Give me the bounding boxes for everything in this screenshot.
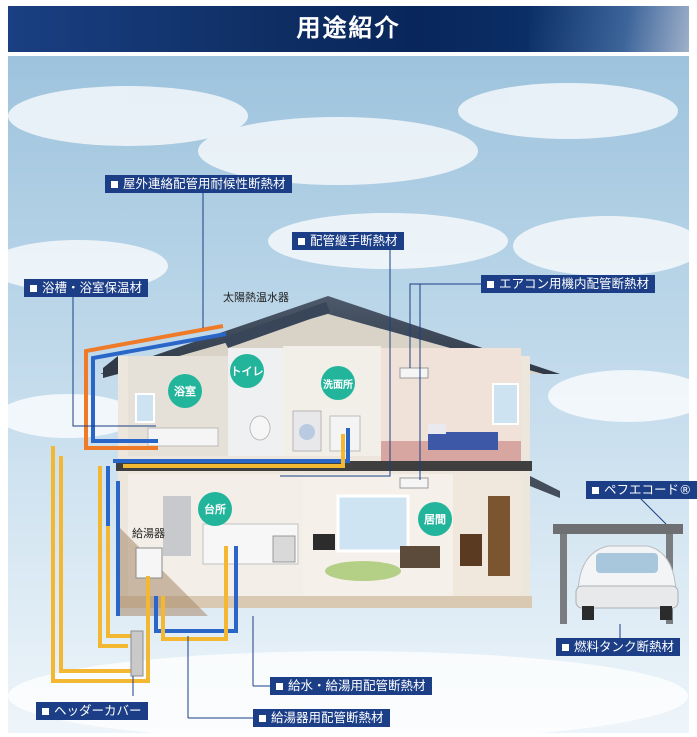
room-badge-washroom: 洗面所 (321, 366, 355, 400)
room-badge-living: 居間 (418, 502, 452, 536)
water-heater-label: 給湯器 (132, 527, 165, 540)
header-box (130, 630, 144, 677)
callout-text: 燃料タンク断熱材 (574, 639, 675, 654)
water-heater-unit (135, 547, 163, 579)
pipes (51, 324, 350, 683)
callout-text: ヘッダーカバー (54, 703, 142, 718)
solar-heater-label: 太陽熱温水器 (223, 291, 289, 304)
callout-aircon-pipe: エアコン用機内配管断熱材 (481, 275, 656, 293)
square-icon (592, 486, 599, 494)
callout-text: 配管継手断熱材 (310, 233, 398, 248)
header-bar (8, 6, 689, 52)
solar-panel (223, 302, 330, 348)
square-icon (111, 180, 118, 188)
square-icon (30, 284, 37, 292)
square-icon (487, 280, 494, 288)
callout-pef-code: ペフエコード® (586, 481, 697, 499)
callout-outdoor-pipe: 屋外連絡配管用耐候性断熱材 (105, 175, 292, 193)
callout-supply-pipe: 給水・給湯用配管断熱材 (270, 677, 432, 695)
square-icon (259, 714, 266, 722)
page-title: 用途紹介 (296, 14, 401, 42)
callout-bathtub: 浴槽・浴室保温材 (24, 279, 149, 297)
aircon-outdoor (399, 477, 429, 489)
illustration: 浴室 トイレ 洗面所 台所 居間 太陽熱温水器 給湯器 屋外連絡配管用耐候性断熱… (0, 56, 697, 737)
callout-fuel-tank: 燃料タンク断熱材 (556, 638, 681, 656)
callout-heater-pipe: 給湯器用配管断熱材 (253, 709, 390, 727)
callout-header-cover: ヘッダーカバー (36, 702, 148, 720)
callout-text: 浴槽・浴室保温材 (42, 280, 143, 295)
square-icon (42, 707, 49, 715)
carport (553, 524, 683, 624)
callout-text: 給水・給湯用配管断熱材 (288, 678, 426, 693)
room-badge-kitchen: 台所 (198, 492, 232, 526)
room-badge-toilet: トイレ (230, 354, 264, 388)
leader-lines (72, 183, 667, 719)
aircon-indoor (399, 367, 429, 379)
house-illustration (0, 56, 697, 737)
callout-text: エアコン用機内配管断熱材 (499, 276, 650, 291)
square-icon (276, 682, 283, 690)
callout-text: ペフエコード® (604, 482, 692, 497)
room-badge-bath: 浴室 (168, 374, 202, 408)
callout-text: 屋外連絡配管用耐候性断熱材 (123, 176, 286, 191)
square-icon (562, 643, 569, 651)
callout-text: 給湯器用配管断熱材 (271, 710, 384, 725)
square-icon (298, 237, 305, 245)
callout-joint-pipe: 配管継手断熱材 (292, 232, 404, 250)
house (100, 296, 560, 608)
